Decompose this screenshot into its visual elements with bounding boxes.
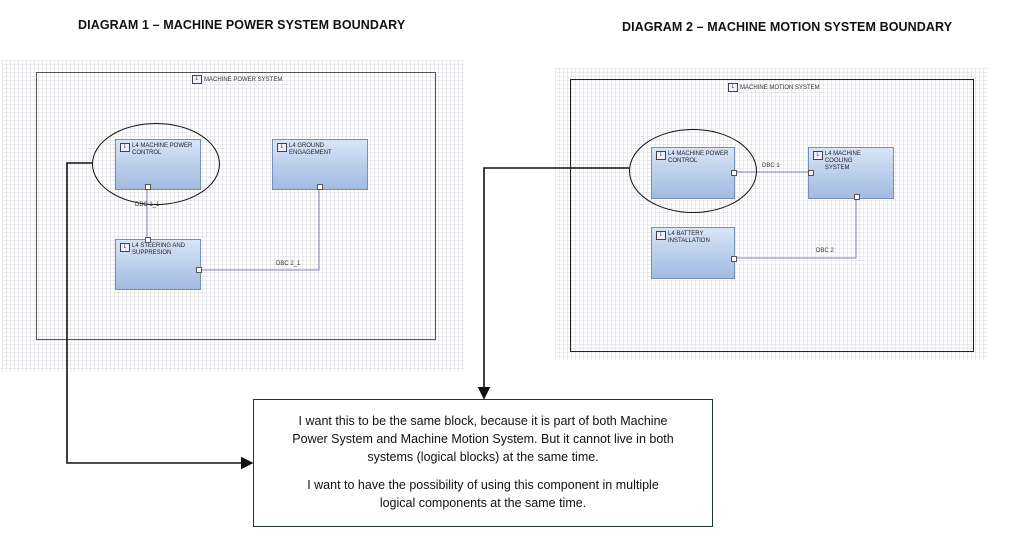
block-title-line2: SUPPRESION — [132, 250, 172, 256]
diagram1-canvas — [2, 60, 464, 372]
diagram2-heading: DIAGRAM 2 – MACHINE MOTION SYSTEM BOUNDA… — [622, 20, 953, 34]
port[interactable] — [145, 184, 151, 190]
highlight-ellipse-diagram2 — [629, 129, 757, 213]
machine-power-system-label: MACHINE POWER SYSTEM — [204, 76, 283, 83]
callout-arrow-left — [66, 162, 254, 470]
explanation-note: I want this to be the same block, becaus… — [253, 399, 713, 527]
machine-motion-system-title: L MACHINE MOTION SYSTEM — [728, 83, 820, 92]
port[interactable] — [808, 170, 814, 176]
note-line: logical components at the same time. — [379, 496, 587, 510]
note-paragraph-1: I want this to be the same block, becaus… — [254, 412, 712, 466]
connector-label-dbc-2: DBC 2 — [816, 248, 834, 254]
connector-label-dbc-1: DBC 1 — [762, 163, 780, 169]
diagram2-canvas — [555, 68, 987, 360]
block-title-line1: L4 MACHINE COOLING — [824, 151, 861, 164]
callout-arrow-right — [477, 167, 629, 400]
logical-block-icon: L — [728, 83, 738, 92]
block-title-line1: L4 BATTERY — [668, 231, 704, 237]
port[interactable] — [731, 256, 737, 262]
logical-block-icon: L — [656, 231, 666, 240]
machine-motion-system-boundary[interactable] — [570, 79, 974, 352]
machine-power-system-title: L MACHINE POWER SYSTEM — [192, 75, 282, 84]
block-title-line1: L4 MACHINE POWER — [668, 151, 729, 157]
block-title-line2: SYSTEM — [824, 165, 850, 171]
note-line: I want to have the possibility of using … — [307, 478, 659, 492]
note-line: systems (logical blocks) at the same tim… — [367, 450, 599, 464]
logical-block-icon: L — [656, 151, 666, 160]
logical-block-icon: L — [813, 151, 823, 160]
port[interactable] — [317, 184, 323, 190]
note-paragraph-2: I want to have the possibility of using … — [254, 476, 712, 512]
block-title-line1: L4 GROUND — [289, 143, 325, 149]
port[interactable] — [854, 194, 860, 200]
note-line: I want this to be the same block, becaus… — [298, 414, 668, 428]
machine-motion-system-label: MACHINE MOTION SYSTEM — [740, 84, 820, 91]
block-title-line1: L4 STEERING AND — [132, 243, 186, 249]
machine-power-system-boundary[interactable] — [36, 72, 436, 340]
diagram1-heading: DIAGRAM 1 – MACHINE POWER SYSTEM BOUNDAR… — [78, 18, 406, 32]
connector-label-dbc-2-1: DBC 2_1 — [276, 261, 301, 267]
note-line: Power System and Machine Motion System. … — [292, 432, 674, 446]
connector-line-dbc-2-1[interactable] — [199, 188, 320, 271]
highlight-ellipse-diagram1 — [92, 123, 220, 205]
logical-block-icon: L — [120, 243, 130, 252]
logical-block-icon: L — [192, 75, 202, 84]
port[interactable] — [145, 237, 151, 243]
connector-line-dbc-2[interactable] — [733, 197, 857, 259]
connector-label-dbc-1-1: DBC 1_1 — [135, 202, 160, 208]
block-title-line2: ENGAGEMENT — [289, 150, 332, 156]
block-title-line2: CONTROL — [668, 158, 698, 164]
block-title-line2: CONTROL — [132, 150, 162, 156]
port[interactable] — [196, 267, 202, 273]
logical-block-icon: L — [277, 143, 287, 152]
port[interactable] — [731, 170, 737, 176]
logical-block-icon: L — [120, 143, 130, 152]
block-title-line2: INSTALLATION — [668, 238, 710, 244]
block-title-line1: L4 MACHINE POWER — [132, 143, 193, 149]
